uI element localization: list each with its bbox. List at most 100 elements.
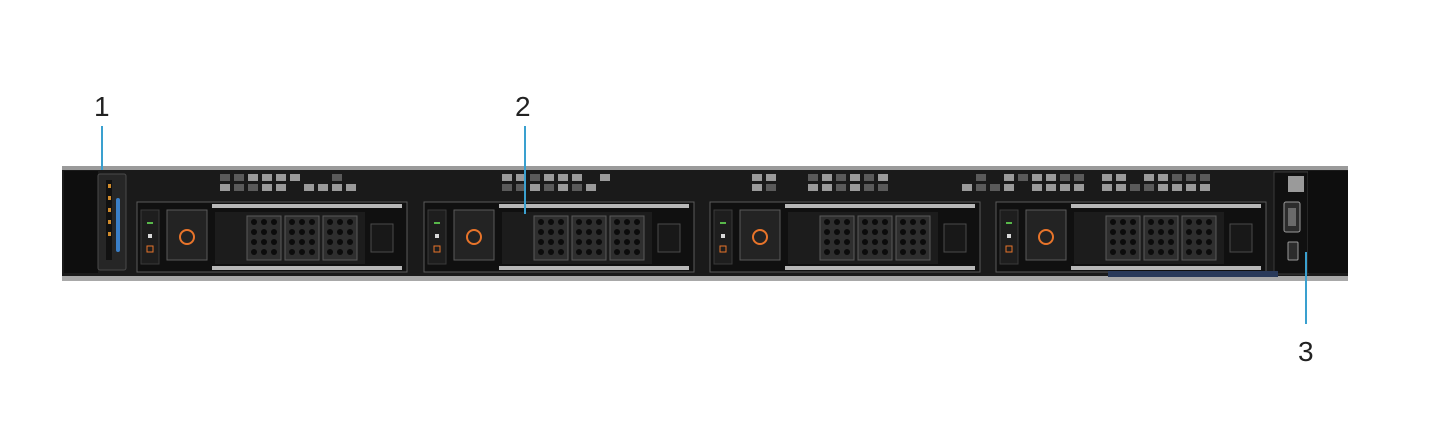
vent-slot bbox=[766, 184, 776, 191]
drive-carrier-bottom-rail bbox=[1071, 266, 1261, 270]
vent-slot bbox=[878, 184, 888, 191]
vent-slot bbox=[1060, 184, 1070, 191]
vent-slot bbox=[976, 174, 986, 181]
drive-lock-icon bbox=[146, 245, 154, 253]
drive-lock-icon bbox=[1005, 245, 1013, 253]
drive-carrier-top-rail bbox=[499, 204, 689, 208]
server-chassis-illustration bbox=[62, 166, 1348, 281]
drive-carrier-bottom-rail bbox=[212, 266, 402, 270]
drive-activity-led-icon bbox=[1006, 222, 1012, 224]
vent-slot bbox=[850, 184, 860, 191]
vent-slot bbox=[572, 184, 582, 191]
vent-slot bbox=[962, 184, 972, 191]
vent-slot bbox=[234, 184, 244, 191]
vent-slot bbox=[1060, 174, 1070, 181]
system-health-led bbox=[116, 198, 120, 252]
vent-slot bbox=[752, 174, 762, 181]
vent-slot bbox=[1004, 174, 1014, 181]
drive-status-led-icon bbox=[148, 234, 152, 238]
drive-release-icon bbox=[1038, 229, 1054, 245]
vent-slot bbox=[332, 184, 342, 191]
drive-release-button[interactable] bbox=[1025, 209, 1067, 261]
vent-slot bbox=[1186, 174, 1196, 181]
vent-slot bbox=[220, 184, 230, 191]
drive-bay-1[interactable] bbox=[136, 201, 408, 273]
vent-slot bbox=[600, 174, 610, 181]
drive-bay-3[interactable] bbox=[709, 201, 981, 273]
drive-activity-led-icon bbox=[147, 222, 153, 224]
vent-slot bbox=[1130, 184, 1140, 191]
vent-slot bbox=[1158, 174, 1168, 181]
power-button[interactable] bbox=[1288, 176, 1304, 192]
drive-release-icon bbox=[752, 229, 768, 245]
drive-activity-led-icon bbox=[434, 222, 440, 224]
idrac-direct-port[interactable] bbox=[1287, 241, 1299, 261]
vent-slot bbox=[1046, 184, 1056, 191]
callout-line-3 bbox=[1305, 252, 1307, 324]
vent-slot bbox=[976, 184, 986, 191]
callout-number-2: 2 bbox=[515, 91, 531, 122]
drive-bay-2[interactable] bbox=[423, 201, 695, 273]
drive-carrier-latch bbox=[943, 223, 967, 253]
drive-carrier-top-rail bbox=[785, 204, 975, 208]
vent-slot bbox=[766, 174, 776, 181]
vent-slot bbox=[234, 174, 244, 181]
callout-line-2 bbox=[524, 126, 526, 214]
vent-slot bbox=[1158, 184, 1168, 191]
drive-release-button[interactable] bbox=[453, 209, 495, 261]
memory-indicator-icon bbox=[108, 208, 111, 212]
drive-status-led-icon bbox=[435, 234, 439, 238]
drive-release-button[interactable] bbox=[739, 209, 781, 261]
drive-bay-4[interactable] bbox=[995, 201, 1267, 273]
vent-slot bbox=[318, 184, 328, 191]
drive-carrier-bottom-rail bbox=[499, 266, 689, 270]
drive-release-button[interactable] bbox=[166, 209, 208, 261]
vent-slot bbox=[1102, 184, 1112, 191]
vent-slot bbox=[990, 184, 1000, 191]
vent-slot bbox=[262, 184, 272, 191]
callout-number-1: 1 bbox=[94, 91, 110, 122]
server-front-panel bbox=[62, 166, 1348, 281]
vent-slot bbox=[558, 184, 568, 191]
vent-slot bbox=[530, 174, 540, 181]
vent-slot bbox=[822, 174, 832, 181]
drive-carrier-bottom-rail bbox=[785, 266, 975, 270]
drive-carrier-latch bbox=[370, 223, 394, 253]
vent-slot bbox=[220, 174, 230, 181]
vent-slot bbox=[1172, 174, 1182, 181]
vent-slot bbox=[1116, 184, 1126, 191]
callout-line-1 bbox=[101, 126, 103, 170]
callout-number-3: 3 bbox=[1298, 336, 1314, 367]
vent-slot bbox=[1004, 184, 1014, 191]
drive-status-led-icon bbox=[1007, 234, 1011, 238]
drive-status-led-icon bbox=[721, 234, 725, 238]
vent-slot bbox=[586, 184, 596, 191]
vent-slot bbox=[864, 174, 874, 181]
drive-carrier-top-rail bbox=[1071, 204, 1261, 208]
drive-release-icon bbox=[466, 229, 482, 245]
vent-slot bbox=[1116, 174, 1126, 181]
vent-slot bbox=[1032, 174, 1042, 181]
vent-slot bbox=[822, 184, 832, 191]
vent-slot bbox=[850, 174, 860, 181]
vent-slot bbox=[1172, 184, 1182, 191]
vent-slot bbox=[304, 184, 314, 191]
chassis-bottom-edge bbox=[62, 276, 1348, 281]
vent-slot bbox=[836, 174, 846, 181]
chassis-top-edge bbox=[62, 166, 1348, 170]
information-tag[interactable] bbox=[1108, 271, 1278, 277]
vent-slot bbox=[332, 174, 342, 181]
vent-slot bbox=[864, 184, 874, 191]
vent-slot bbox=[544, 174, 554, 181]
drive-carrier-latch bbox=[657, 223, 681, 253]
vent-slot bbox=[1074, 184, 1084, 191]
drive-bays bbox=[136, 201, 1267, 273]
vent-slot bbox=[516, 184, 526, 191]
vent-slot bbox=[1032, 184, 1042, 191]
drive-release-icon bbox=[179, 229, 195, 245]
vent-slot bbox=[530, 184, 540, 191]
temperature-indicator-icon bbox=[108, 196, 111, 200]
usb-icon bbox=[1288, 208, 1296, 226]
vent-slot bbox=[516, 174, 526, 181]
vent-slot bbox=[262, 174, 272, 181]
